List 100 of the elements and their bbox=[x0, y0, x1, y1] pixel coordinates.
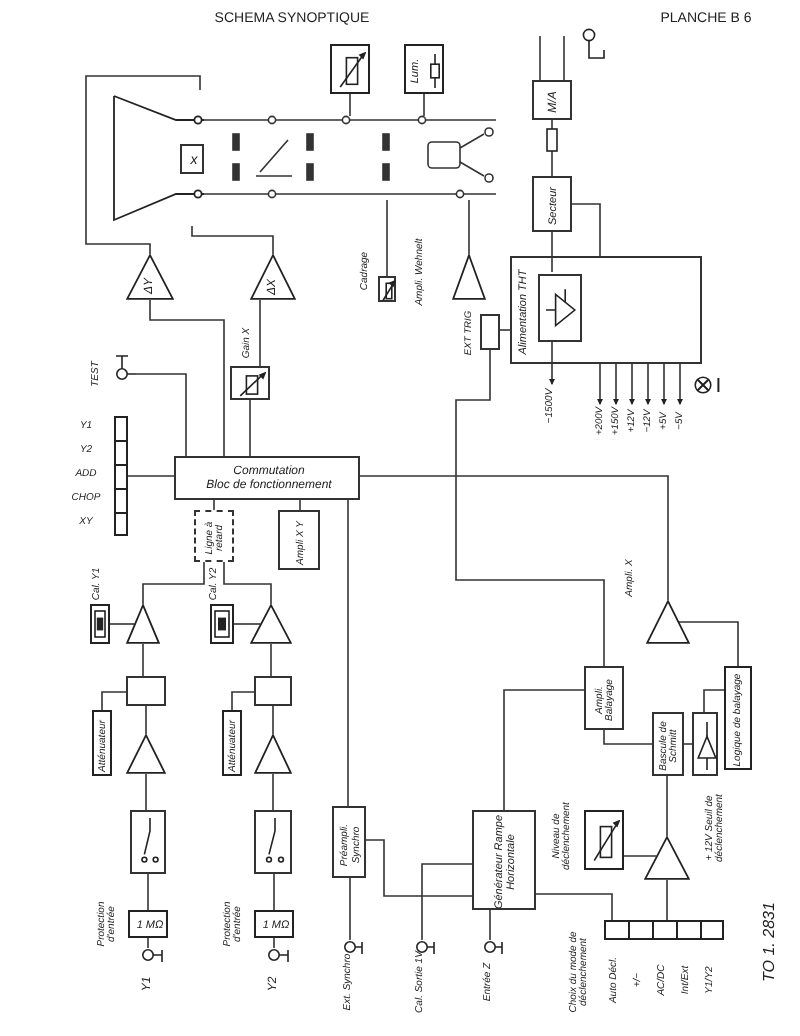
connector-line bbox=[147, 937, 149, 949]
circuit-block bbox=[128, 910, 168, 938]
circuit-block bbox=[90, 604, 110, 644]
connector-line bbox=[623, 855, 658, 857]
connector-line bbox=[145, 773, 147, 811]
connector-line bbox=[359, 475, 669, 601]
amplifier-symbol bbox=[646, 600, 690, 644]
circuit-block bbox=[126, 676, 166, 706]
circuit-block bbox=[584, 810, 624, 870]
connector-line bbox=[101, 691, 127, 711]
amplifier-symbol bbox=[250, 604, 292, 644]
connector-line bbox=[249, 399, 251, 457]
connector-line bbox=[85, 75, 201, 255]
circuit-block bbox=[332, 806, 366, 878]
circuit-block bbox=[532, 80, 572, 120]
connector-line bbox=[596, 363, 604, 406]
amplifier-symbol bbox=[126, 734, 166, 774]
connector-line bbox=[548, 339, 556, 386]
connector-line bbox=[612, 363, 620, 406]
switch-bar bbox=[604, 920, 724, 940]
connector-line bbox=[499, 329, 511, 331]
circuit-block bbox=[174, 456, 360, 500]
circuit-block bbox=[692, 712, 718, 776]
connector-line bbox=[678, 621, 739, 667]
switch-bar bbox=[114, 416, 128, 536]
connector-line bbox=[468, 199, 470, 255]
connector-line bbox=[273, 873, 275, 911]
circuit-block bbox=[254, 810, 292, 874]
connector-line bbox=[259, 299, 261, 367]
connector-line bbox=[299, 499, 301, 511]
connector-line bbox=[644, 363, 652, 406]
amplifier-symbol bbox=[126, 254, 174, 300]
connector-line bbox=[109, 623, 136, 625]
circuit-block bbox=[480, 314, 500, 350]
amplifier-symbol bbox=[126, 604, 160, 644]
connector-line bbox=[149, 299, 225, 457]
connector-line bbox=[223, 561, 272, 605]
connector-line bbox=[142, 561, 205, 605]
connector-line bbox=[571, 203, 601, 257]
connector-line bbox=[628, 363, 636, 406]
circuit-block bbox=[254, 910, 294, 938]
connector-line bbox=[660, 363, 668, 406]
connector-line bbox=[551, 119, 553, 177]
connector-line bbox=[145, 705, 147, 735]
connector-line bbox=[676, 363, 684, 406]
connector-line bbox=[233, 623, 262, 625]
connector-line bbox=[147, 873, 149, 911]
connector-line bbox=[423, 93, 425, 117]
amplifier-symbol bbox=[250, 254, 296, 300]
circuit-block bbox=[92, 710, 112, 776]
circuit-block bbox=[510, 256, 702, 364]
amplifier-symbol bbox=[254, 734, 292, 774]
circuit-block bbox=[538, 274, 582, 342]
connector-line bbox=[535, 893, 613, 921]
circuit-block bbox=[584, 666, 624, 730]
circuit-block bbox=[254, 676, 292, 706]
circuit-block bbox=[472, 810, 536, 910]
circuit-block bbox=[404, 44, 444, 94]
connector-line bbox=[666, 775, 668, 837]
connector-line bbox=[386, 199, 388, 277]
connector-line bbox=[270, 643, 272, 677]
connector-line bbox=[127, 475, 175, 477]
connector-line bbox=[349, 93, 351, 117]
connector-line bbox=[349, 877, 351, 941]
connector-line bbox=[683, 743, 693, 745]
circuit-block bbox=[724, 666, 752, 770]
amplifier-symbol bbox=[644, 836, 690, 880]
connector-line bbox=[666, 879, 668, 921]
circuit-block bbox=[180, 144, 204, 174]
circuit-block bbox=[378, 276, 396, 302]
circuit-block bbox=[230, 366, 270, 400]
connector-line bbox=[273, 937, 275, 949]
connector-line bbox=[135, 373, 187, 457]
connector-line bbox=[191, 225, 274, 255]
connector-line bbox=[703, 689, 725, 713]
circuit-block bbox=[532, 176, 572, 232]
connector-line bbox=[347, 499, 349, 807]
connector-line bbox=[563, 35, 565, 81]
connector-line bbox=[365, 839, 473, 897]
amplifier-symbol bbox=[452, 254, 486, 300]
connector-line bbox=[551, 231, 553, 273]
circuit-block bbox=[210, 604, 234, 644]
connector-line bbox=[539, 35, 541, 81]
connector-line bbox=[489, 909, 491, 941]
reference-note: TO 1. 2831 bbox=[761, 902, 779, 982]
connector-line bbox=[603, 729, 653, 745]
connector-line bbox=[272, 705, 274, 735]
connector-line bbox=[231, 691, 255, 711]
connector-line bbox=[272, 773, 274, 811]
connector-line bbox=[142, 643, 144, 677]
crt-drawing bbox=[110, 90, 204, 226]
circuit-block bbox=[130, 810, 166, 874]
circuit-block bbox=[652, 712, 684, 776]
circuit-block bbox=[194, 510, 234, 562]
connector-line bbox=[455, 349, 605, 667]
circuit-block bbox=[222, 710, 242, 776]
circuit-block bbox=[330, 44, 370, 94]
circuit-block bbox=[278, 510, 320, 570]
connector-line bbox=[503, 689, 585, 811]
connector-line bbox=[213, 499, 215, 511]
